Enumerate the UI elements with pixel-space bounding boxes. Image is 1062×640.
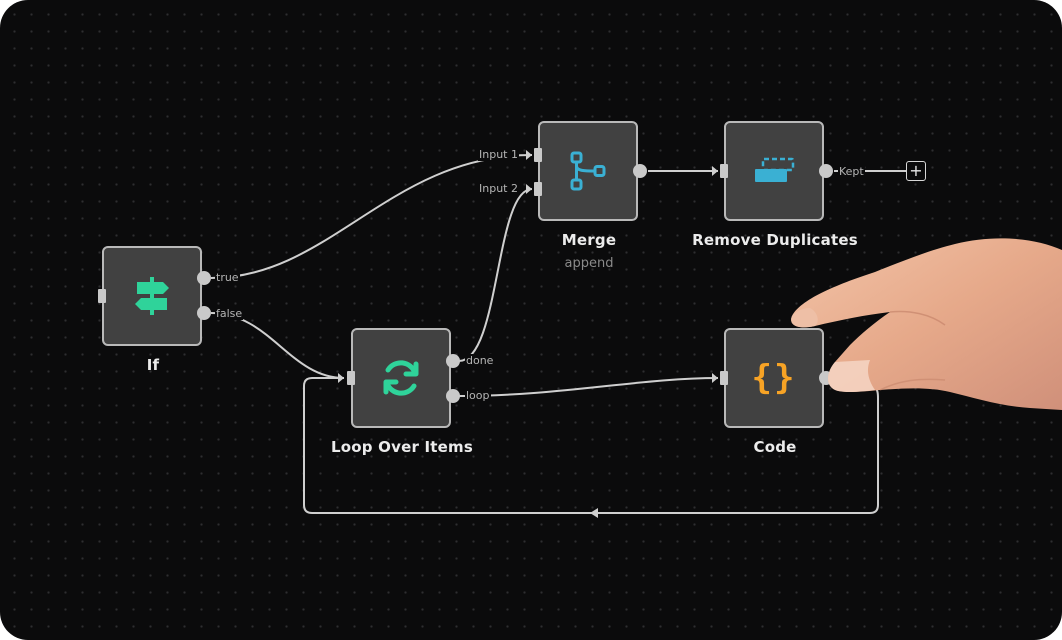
merge-input2-label: Input 2	[478, 182, 519, 195]
add-node-button[interactable]: +	[906, 161, 926, 181]
merge-input2-port[interactable]	[534, 182, 542, 196]
if-false-port[interactable]	[197, 306, 211, 320]
arrow-into-remove-duplicates	[712, 166, 718, 176]
edge-if-true-to-merge-input1	[210, 154, 533, 279]
merge-input1-port[interactable]	[534, 148, 542, 162]
if-input-port[interactable]	[98, 289, 106, 303]
arrow-into-loop	[338, 373, 344, 383]
loop-node-title: Loop Over Items	[331, 438, 473, 456]
loop-arrows-icon	[353, 330, 449, 426]
if-node-title: If	[146, 356, 160, 374]
hand-image	[791, 238, 1062, 410]
code-node-title: Code	[753, 438, 797, 456]
arrow-into-merge-input1	[526, 150, 532, 160]
merge-output-port[interactable]	[633, 164, 647, 178]
merge-node-subtitle: append	[564, 256, 614, 271]
merge-branch-icon	[540, 123, 636, 219]
loop-loop-label: loop	[465, 389, 491, 402]
merge-node-title: Merge	[561, 231, 617, 249]
loop-input-port[interactable]	[347, 371, 355, 385]
remove-duplicates-input-port[interactable]	[720, 164, 728, 178]
if-node[interactable]	[102, 246, 202, 346]
edge-loop-to-code	[458, 377, 719, 397]
loop-over-items-node[interactable]	[351, 328, 451, 428]
if-true-label: true	[215, 271, 240, 284]
remove-duplicates-kept-port[interactable]	[819, 164, 833, 178]
if-false-label: false	[215, 307, 244, 320]
code-node[interactable]: {}	[724, 328, 824, 428]
loop-done-label: done	[465, 354, 495, 367]
merge-node[interactable]	[538, 121, 638, 221]
code-braces-icon: {}	[751, 358, 797, 398]
arrow-into-merge-input2	[526, 184, 532, 194]
plus-icon: +	[909, 161, 923, 180]
loop-loop-port[interactable]	[446, 389, 460, 403]
remove-duplicates-node[interactable]	[724, 121, 824, 221]
remove-duplicates-node-title: Remove Duplicates	[692, 231, 858, 249]
arrow-into-code	[712, 373, 718, 383]
dedupe-icon	[726, 123, 822, 219]
arrow-loopback-direction	[590, 508, 598, 518]
merge-input1-label: Input 1	[478, 148, 519, 161]
loop-done-port[interactable]	[446, 354, 460, 368]
if-true-port[interactable]	[197, 271, 211, 285]
edge-if-false-to-loop	[210, 312, 345, 379]
kept-label: Kept	[838, 165, 865, 178]
signpost-icon	[104, 248, 200, 344]
edge-loop-done-to-merge-input2	[458, 188, 533, 362]
code-input-port[interactable]	[720, 371, 728, 385]
